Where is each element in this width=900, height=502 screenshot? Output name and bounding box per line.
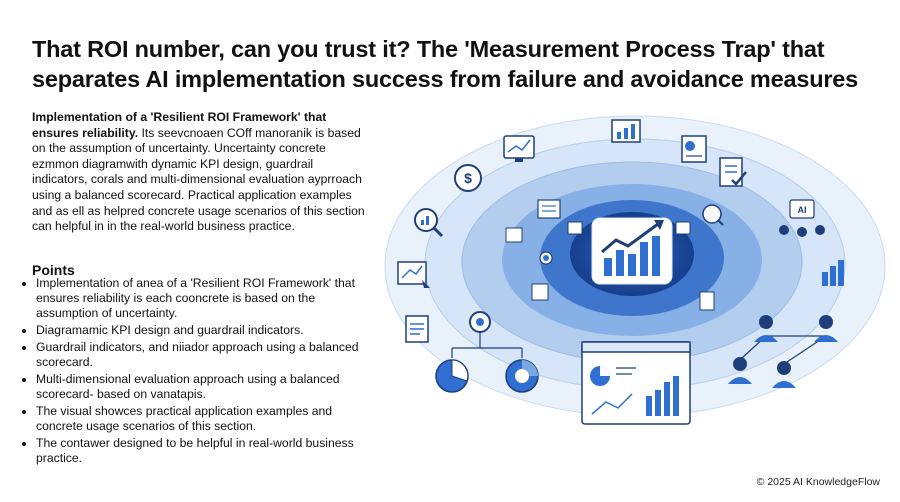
people-network-icon	[728, 315, 838, 388]
pie-report-icon	[681, 135, 707, 163]
document-chart-icon	[537, 199, 561, 219]
points-heading: Points	[32, 262, 75, 278]
team-ai-icon: AI	[779, 199, 825, 237]
points-list: Implementation of anea of a 'Resilient R…	[22, 276, 376, 468]
list-item: Implementation of anea of a 'Resilient R…	[36, 276, 376, 321]
connection-icon	[469, 311, 491, 333]
pie-chart-icon	[435, 359, 469, 393]
trend-chart-icon	[397, 261, 430, 288]
search-analytics-icon	[414, 208, 444, 238]
list-item: The contawer designed to be helpful in r…	[36, 436, 376, 466]
report-small-icon	[699, 291, 715, 311]
link-icon	[539, 251, 553, 265]
dashboard-panel	[581, 341, 691, 425]
list-item: The visual showces practical application…	[36, 404, 376, 434]
growth-chart-icon	[591, 217, 673, 285]
page-title: That ROI number, can you trust it? The '…	[32, 34, 882, 94]
title-line-2: separates AI implementation success from…	[32, 66, 859, 92]
intro-lead: Implementation of a 'Resilient ROI Frame…	[32, 110, 327, 140]
svg-text:AI: AI	[798, 205, 807, 215]
hierarchy-connector	[451, 332, 523, 358]
list-item: Diagramamic KPI design and guardrail ind…	[36, 323, 376, 338]
list-item: Multi-dimensional evaluation approach us…	[36, 372, 376, 402]
magnifier-chart-icon	[702, 204, 724, 226]
svg-text:$: $	[464, 170, 472, 186]
line-chart-small-icon	[505, 227, 549, 301]
title-line-1: That ROI number, can you trust it? The '…	[32, 36, 825, 62]
small-bar-icon	[567, 221, 691, 235]
list-item: Guardrail indicators, and niiador approa…	[36, 340, 376, 370]
copyright-footer: © 2025 AI KnowledgeFlow	[756, 476, 880, 488]
bar-chart-icon	[611, 119, 641, 143]
dollar-icon: $	[454, 164, 482, 192]
monitor-chart-icon	[503, 135, 535, 162]
growth-bars-icon	[822, 260, 844, 286]
report-document-icon	[405, 315, 429, 343]
checklist-icon	[719, 157, 747, 187]
intro-paragraph: Implementation of a 'Resilient ROI Frame…	[32, 110, 367, 235]
intro-body: Its seevcnoaen COff manoranik is based o…	[32, 125, 365, 234]
roi-framework-illustration: $	[384, 115, 886, 425]
donut-chart-icon	[505, 359, 539, 393]
